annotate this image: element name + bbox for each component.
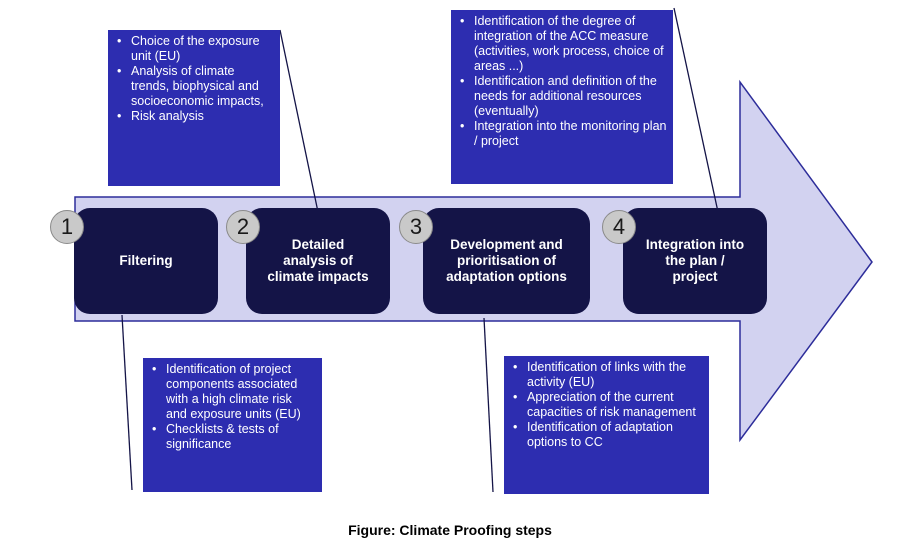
step-2-note-item: Choice of the exposure unit (EU) [116, 34, 274, 64]
step-3-label: Development and prioritisation of adapta… [446, 237, 567, 284]
step-2-number: 2 [226, 210, 260, 244]
step-4-note-item: Identification of the degree of integrat… [459, 14, 667, 74]
step-2-box: Detailed analysis of climate impacts [246, 208, 390, 314]
figure-caption: Figure: Climate Proofing steps [348, 522, 552, 538]
step-1-note-item: Checklists & tests of significance [151, 422, 316, 452]
step-1-number: 1 [50, 210, 84, 244]
step-4-note-item: Integration into the monitoring plan / p… [459, 119, 667, 149]
connector-line-step2 [279, 29, 319, 213]
step-1-notes: Identification of project components ass… [143, 358, 322, 492]
step-3-notes: Identification of links with the activit… [504, 356, 709, 494]
step-4-note-item: Identification and definition of the nee… [459, 74, 667, 119]
step-3-number: 3 [399, 210, 433, 244]
step-2-label: Detailed analysis of climate impacts [267, 237, 369, 284]
connector-line-step3 [483, 317, 494, 493]
step-2-note-item: Analysis of climate trends, biophysical … [116, 64, 274, 109]
step-2-notes: Choice of the exposure unit (EU) Analysi… [108, 30, 280, 186]
connector-line-step1 [121, 314, 133, 491]
step-4-notes: Identification of the degree of integrat… [451, 10, 673, 184]
step-4-number: 4 [602, 210, 636, 244]
step-3-note-item: Identification of links with the activit… [512, 360, 703, 390]
step-3-note-item: Identification of adaptation options to … [512, 420, 703, 450]
step-1-note-item: Identification of project components ass… [151, 362, 316, 422]
step-2-note-item: Risk analysis [116, 109, 274, 124]
connector-line-step4 [673, 7, 719, 213]
step-1-label: Filtering [119, 253, 173, 268]
step-3-box: Development and prioritisation of adapta… [423, 208, 590, 314]
step-4-label: Integration into the plan / project [645, 237, 745, 284]
step-1-box: Filtering [74, 208, 218, 314]
step-4-box: Integration into the plan / project [623, 208, 767, 314]
step-3-note-item: Appreciation of the current capacities o… [512, 390, 703, 420]
